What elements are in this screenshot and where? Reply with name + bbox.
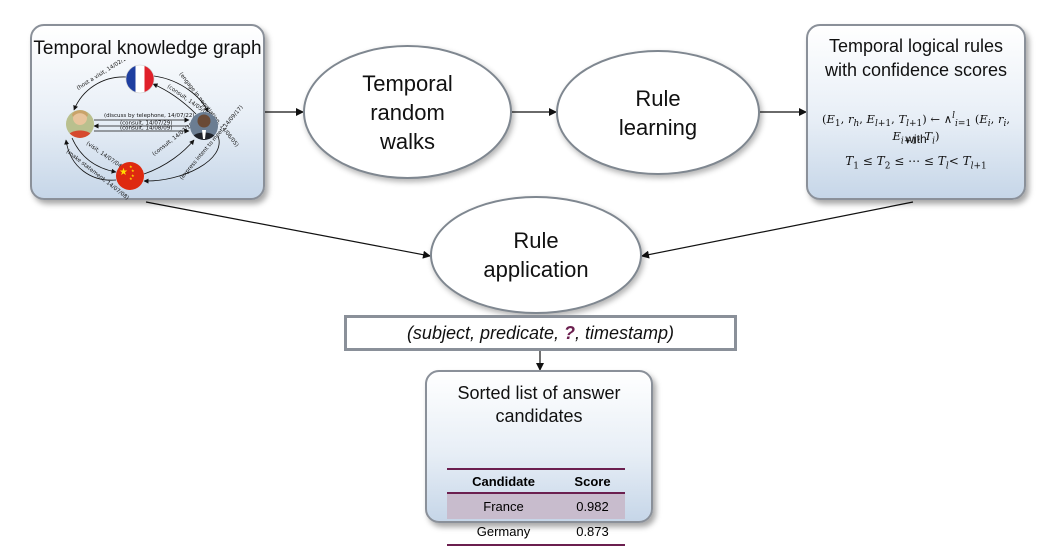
candidates-box-title: Sorted list of answer candidates <box>457 383 621 426</box>
rule-formula: (E1, rh, El+1, Tl+1) ← ∧li=1 (Ei, ri, Ei… <box>821 111 1011 147</box>
node-temporal-random-walks: Temporal random walks <box>303 45 512 179</box>
table-row: Germany 0.873 <box>447 519 625 546</box>
node-rule-learning: Rule learning <box>556 50 760 175</box>
svg-text:★: ★ <box>131 168 135 173</box>
candidate-cell: Germany <box>447 519 560 546</box>
arrow-kg-to-application <box>145 201 431 259</box>
edge-label: (consult, 14/08/09) <box>120 126 172 132</box>
rule-time-constraint: T1 ≤ T2 ≤ ⋯ ≤ Tl< Tl+1 <box>845 154 987 172</box>
candidates-table: Candidate Score France 0.982 Germany 0.8… <box>447 468 625 546</box>
edge-label: (consult, 14/07/29) <box>120 121 172 127</box>
score-cell: 0.873 <box>560 519 625 546</box>
merkel-portrait-icon <box>66 110 94 138</box>
column-header-score: Score <box>560 468 625 494</box>
candidate-cell: France <box>447 493 560 519</box>
rules-box: Temporal logical rules with confidence s… <box>806 24 1026 200</box>
kg-graph: (host a visit, 14/02/19) (engage in nego… <box>64 60 245 200</box>
query-prefix: (subject, predicate, <box>406 322 565 343</box>
query-suffix: , timestamp) <box>575 322 675 343</box>
edge-label: (host a visit, 14/02/19) <box>76 60 132 92</box>
rule-with-label: with <box>905 132 927 146</box>
query-box: (subject, predicate, ?, timestamp) <box>344 315 737 351</box>
france-flag-icon <box>125 64 155 94</box>
node-rule-learning-label: Rule learning <box>618 85 698 140</box>
svg-text:★: ★ <box>129 164 133 169</box>
svg-text:★: ★ <box>129 176 133 181</box>
svg-text:★: ★ <box>119 167 128 178</box>
node-rule-application-label: Rule application <box>483 228 589 282</box>
node-temporal-random-walks-label: Temporal random walks <box>362 70 453 154</box>
score-cell: 0.982 <box>560 493 625 519</box>
kg-box-title: Temporal knowledge graph <box>33 38 262 59</box>
kg-box: Temporal knowledge graph (host a <box>30 24 265 200</box>
obama-portrait-icon <box>190 112 218 140</box>
arrow-rules-to-application <box>641 201 914 259</box>
column-header-candidate: Candidate <box>447 468 560 494</box>
rules-box-title: Temporal logical rules with confidence s… <box>824 36 1008 80</box>
node-rule-application: Rule application <box>430 196 642 314</box>
china-flag-icon: ★ ★ ★ ★ ★ <box>116 162 144 190</box>
table-row: France 0.982 <box>447 493 625 519</box>
query-mark: ? <box>564 322 576 343</box>
candidates-box: Sorted list of answer candidates Candida… <box>425 370 653 546</box>
edge-label: (discuss by telephone, 14/07/22) <box>104 113 195 119</box>
svg-text:★: ★ <box>131 173 135 178</box>
